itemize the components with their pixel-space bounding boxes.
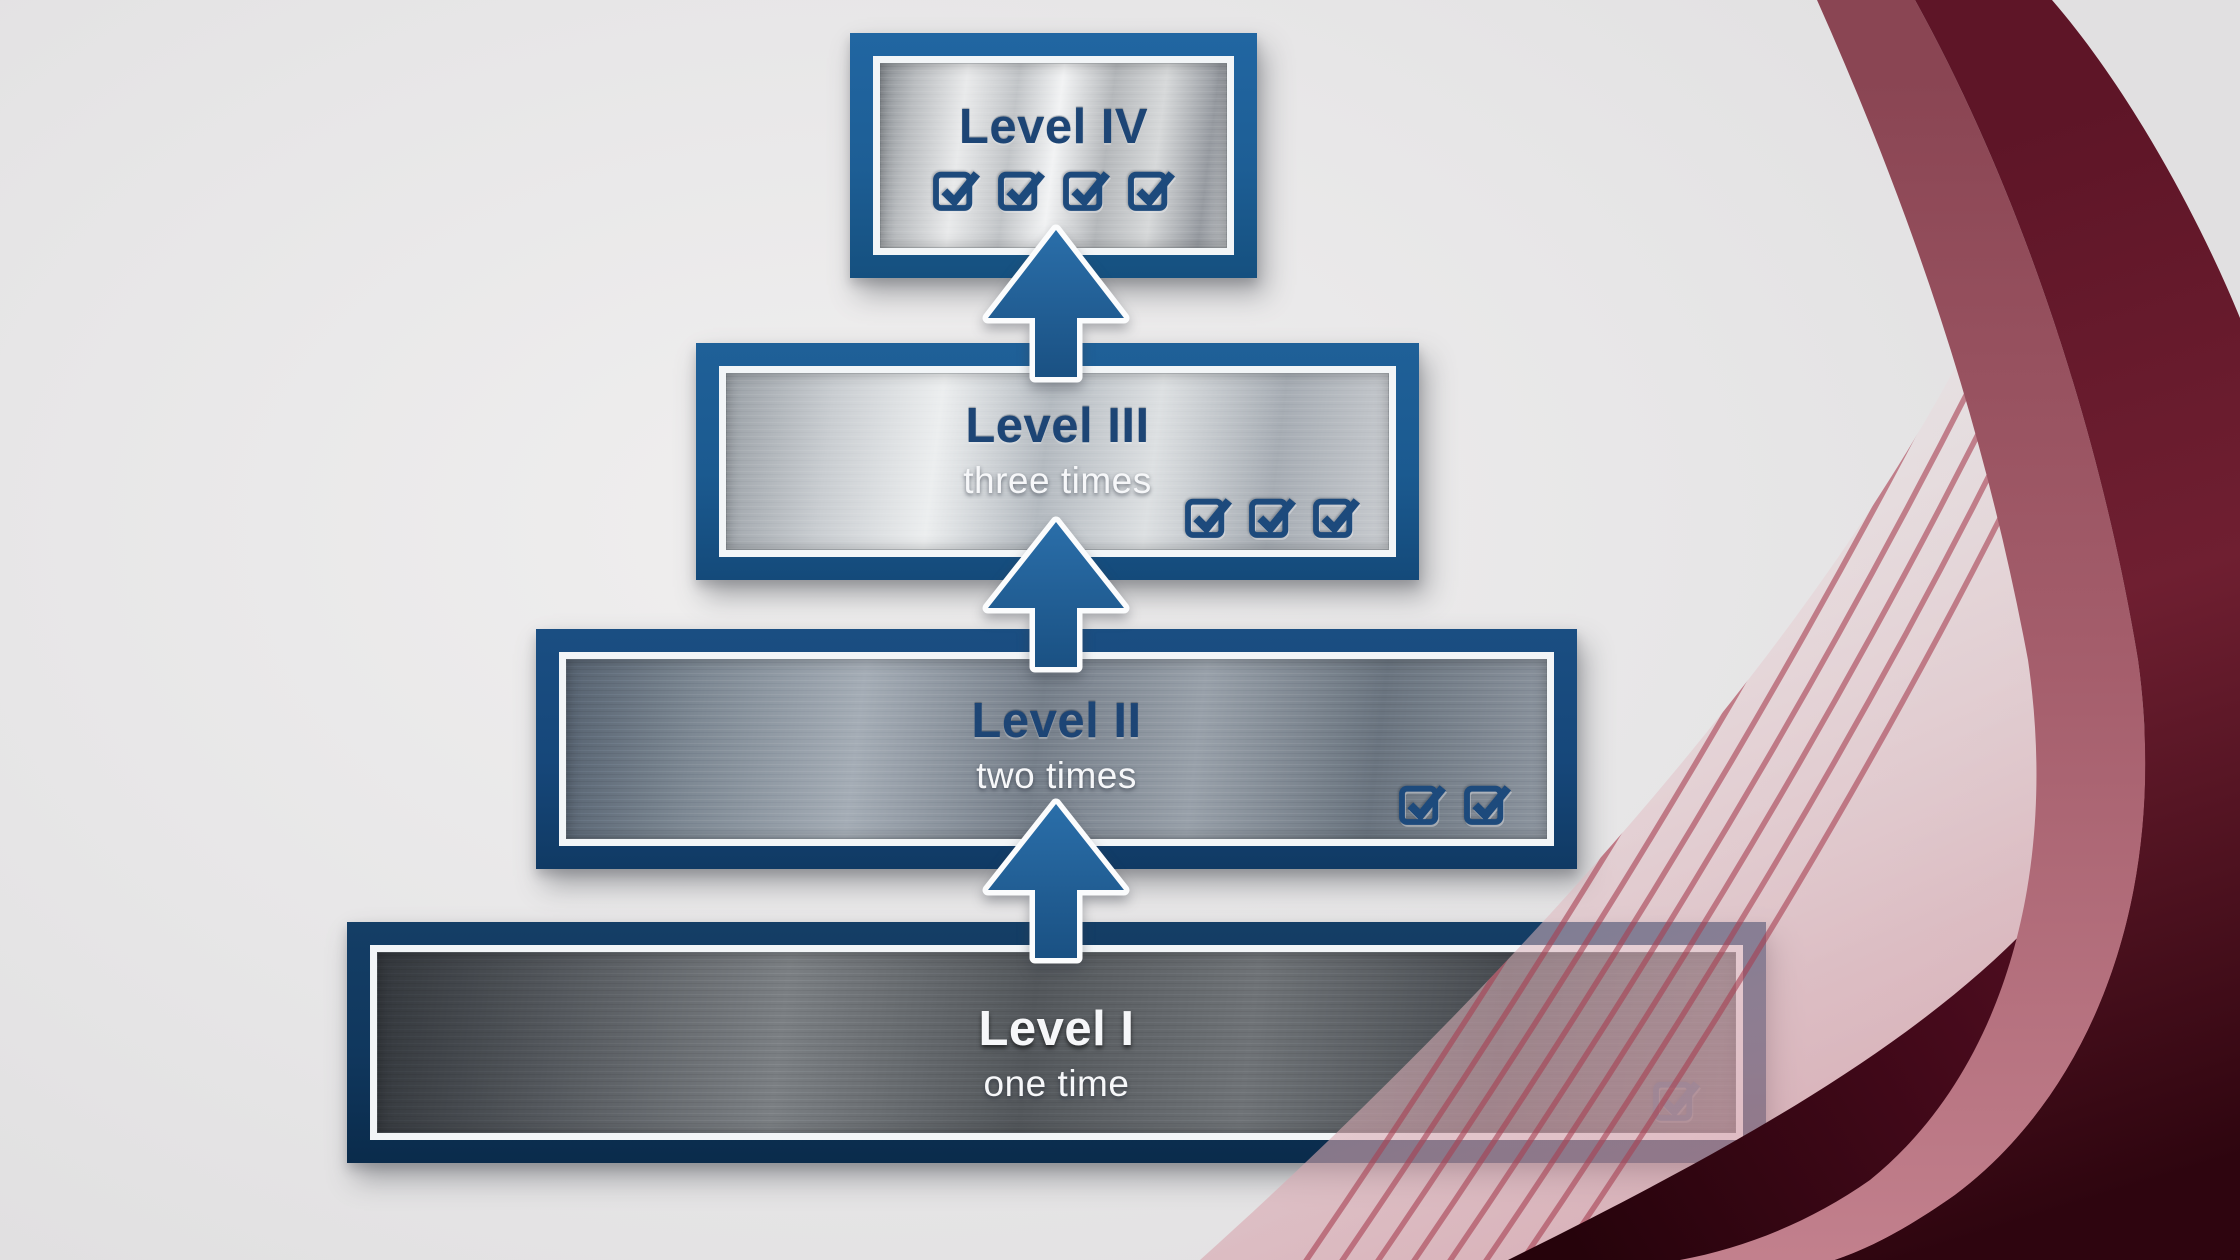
level-4-checkboxes xyxy=(931,163,1176,213)
level-4-panel: Level IV xyxy=(873,56,1234,255)
level-1-checkboxes xyxy=(1651,1073,1701,1123)
checkbox-icon xyxy=(1464,785,1512,825)
level-3-panel: Level III three times xyxy=(719,366,1396,557)
checkbox-icon xyxy=(998,170,1046,211)
level-3-checkboxes xyxy=(1183,490,1361,540)
checkbox-icon xyxy=(1063,170,1111,211)
level-1-panel: Level I one time xyxy=(370,945,1743,1140)
checkbox-icon xyxy=(1249,498,1297,538)
pyramid-level-1: Level I one time xyxy=(347,922,1766,1163)
level-4-title: Level IV xyxy=(958,99,1149,154)
checkbox-icon xyxy=(1399,785,1447,825)
checkbox-icon xyxy=(1653,1081,1701,1121)
checkbox-icon xyxy=(1313,498,1361,538)
level-2-subtitle: two times xyxy=(976,755,1137,796)
pyramid-level-3: Level III three times xyxy=(696,343,1419,580)
checkbox-icon xyxy=(933,170,981,211)
checkbox-icon xyxy=(1128,170,1176,211)
level-2-checkboxes xyxy=(1397,777,1512,827)
level-3-subtitle: three times xyxy=(963,459,1152,501)
level-2-panel: Level II two times xyxy=(559,652,1554,846)
pyramid-level-2: Level II two times xyxy=(536,629,1577,869)
level-1-title: Level I xyxy=(978,1001,1135,1056)
level-2-title: Level II xyxy=(971,694,1142,748)
pyramid-level-4: Level IV xyxy=(850,33,1257,278)
level-3-title: Level III xyxy=(965,398,1150,453)
dark-maroon-band xyxy=(1835,0,2240,1260)
checkbox-icon xyxy=(1185,498,1233,538)
level-1-subtitle: one time xyxy=(983,1062,1130,1104)
